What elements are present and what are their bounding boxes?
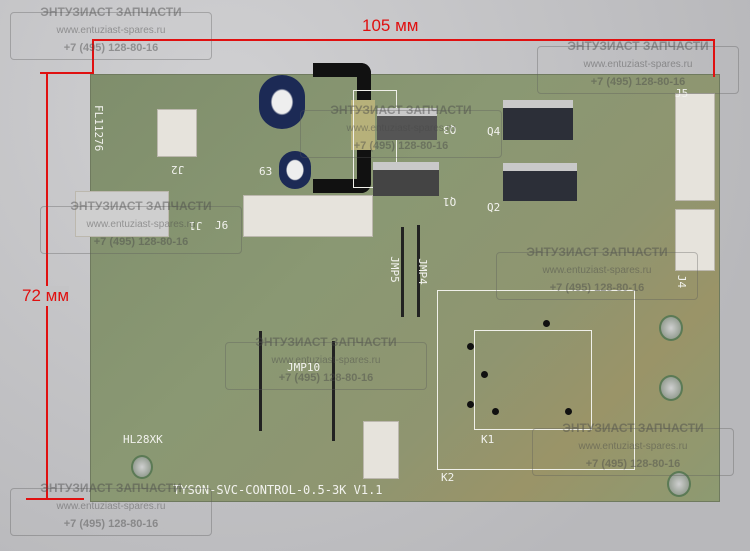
watermark-url: www.entuziast-spares.ru [271, 355, 381, 366]
watermark-url: www.entuziast-spares.ru [56, 25, 166, 36]
label-jmp5: JMP5 [387, 256, 401, 283]
watermark-phone: +7 (495) 128-80-16 [549, 282, 645, 294]
watermark: ЭНТУЗИАСТ ЗАПЧАСТИ www.entuziast-spares.r… [532, 421, 734, 476]
width-dimension-label: 105 мм [362, 16, 419, 35]
connector-j5 [675, 93, 715, 201]
label-jmp4: JMP4 [415, 258, 429, 285]
capacitor-large [259, 75, 305, 129]
watermark: ЭНТУЗИАСТ ЗАПЧАСТИ www.entuziast-spares.r… [10, 5, 212, 60]
watermark-title: ЭНТУЗИАСТ ЗАПЧАСТИ [562, 421, 704, 435]
via [565, 408, 572, 415]
via [492, 408, 499, 415]
watermark-title: ЭНТУЗИАСТ ЗАПЧАСТИ [567, 39, 709, 53]
relay-k2-outline [437, 290, 635, 470]
board-code: FL11276 [92, 105, 105, 152]
connector-j6 [243, 195, 373, 237]
watermark: ЭНТУЗИАСТ ЗАПЧАСТИ www.entuziast-spares.r… [496, 245, 698, 300]
connector-bottom [363, 421, 399, 479]
watermark: ЭНТУЗИАСТ ЗАПЧАСТИ www.entuziast-spares.r… [40, 199, 242, 254]
watermark-phone: +7 (495) 128-80-16 [585, 458, 681, 470]
watermark-phone: +7 (495) 128-80-16 [278, 372, 374, 384]
connector-j4 [675, 209, 715, 271]
connector-j1 [75, 191, 169, 237]
watermark-phone: +7 (495) 128-80-16 [590, 76, 686, 88]
label-cap: 63 [259, 165, 273, 178]
watermark-phone: +7 (495) 128-80-16 [63, 518, 159, 530]
dimension-tick [26, 498, 84, 500]
connector-j2 [157, 109, 197, 157]
label-k2: K2 [441, 471, 455, 484]
jumper-wire [259, 331, 262, 431]
label-q4: Q4 [487, 125, 501, 138]
watermark-url: www.entuziast-spares.ru [583, 59, 693, 70]
watermark-url: www.entuziast-spares.ru [542, 265, 652, 276]
watermark-phone: +7 (495) 128-80-16 [93, 236, 189, 248]
label-q1: Q1 [443, 195, 457, 208]
label-j5: J5 [675, 87, 689, 100]
watermark-title: ЭНТУЗИАСТ ЗАПЧАСТИ [255, 335, 397, 349]
watermark: ЭНТУЗИАСТ ЗАПЧАСТИ www.entuziast-spares.r… [537, 39, 739, 94]
transistor-q2 [503, 163, 577, 201]
watermark-url: www.entuziast-spares.ru [346, 123, 456, 134]
regulator-screw [351, 100, 375, 150]
via [467, 401, 474, 408]
watermark-phone: +7 (495) 128-80-16 [63, 42, 159, 54]
label-j6: J6 [215, 219, 229, 232]
mounting-hole [131, 455, 153, 479]
mounting-hole [667, 471, 691, 497]
transistor-q3 [377, 108, 437, 140]
board-marking: HL28XK [123, 433, 163, 446]
model-text: TYSON-SVC-CONTROL-0.5-3K [173, 483, 347, 497]
dimension-tick [92, 39, 94, 74]
relay-k1-outline [474, 330, 592, 430]
board-model: TYSON-SVC-CONTROL-0.5-3K V1.1 [173, 483, 383, 497]
dimension-tick [713, 39, 715, 77]
watermark-title: ЭНТУЗИАСТ ЗАПЧАСТИ [330, 103, 472, 117]
label-q2: Q2 [487, 201, 501, 214]
dimension-tick [40, 72, 92, 74]
watermark-url: www.entuziast-spares.ru [578, 441, 688, 452]
width-dimension-line [92, 39, 714, 41]
transistor-q1 [373, 162, 439, 196]
watermark: ЭНТУЗИАСТ ЗАПЧАСТИ www.entuziast-spares.r… [225, 335, 427, 390]
via [481, 371, 488, 378]
watermark-url: www.entuziast-spares.ru [56, 501, 166, 512]
watermark-title: ЭНТУЗИАСТ ЗАПЧАСТИ [70, 199, 212, 213]
watermark-title: ЭНТУЗИАСТ ЗАПЧАСТИ [40, 481, 182, 495]
jumper-jmp5 [401, 227, 404, 317]
via [543, 320, 550, 327]
watermark-title: ЭНТУЗИАСТ ЗАПЧАСТИ [40, 5, 182, 19]
watermark: ЭНТУЗИАСТ ЗАПЧАСТИ www.entuziast-spares.r… [10, 481, 212, 536]
jumper-jmp10 [332, 341, 335, 441]
watermark-url: www.entuziast-spares.ru [86, 219, 196, 230]
height-dimension-label: 72 мм [22, 286, 70, 306]
watermark-title: ЭНТУЗИАСТ ЗАПЧАСТИ [526, 245, 668, 259]
label-jmp10: JMP10 [287, 361, 321, 374]
mounting-hole [659, 315, 683, 341]
pcb-board: FL11276 J2 63 J6 J1 Q3 Q1 Q4 Q2 J5 J4 JM… [75, 63, 720, 502]
mounting-hole [659, 375, 683, 401]
transistor-q4 [503, 100, 573, 140]
version-text: V1.1 [353, 483, 383, 497]
watermark: ЭНТУЗИАСТ ЗАПЧАСТИ www.entuziast-spares.r… [300, 103, 502, 158]
watermark-phone: +7 (495) 128-80-16 [353, 140, 449, 152]
jumper-jmp4 [417, 225, 420, 317]
capacitor-small [279, 151, 311, 189]
label-k1: K1 [481, 433, 495, 446]
label-j2: J2 [171, 163, 185, 176]
via [467, 343, 474, 350]
